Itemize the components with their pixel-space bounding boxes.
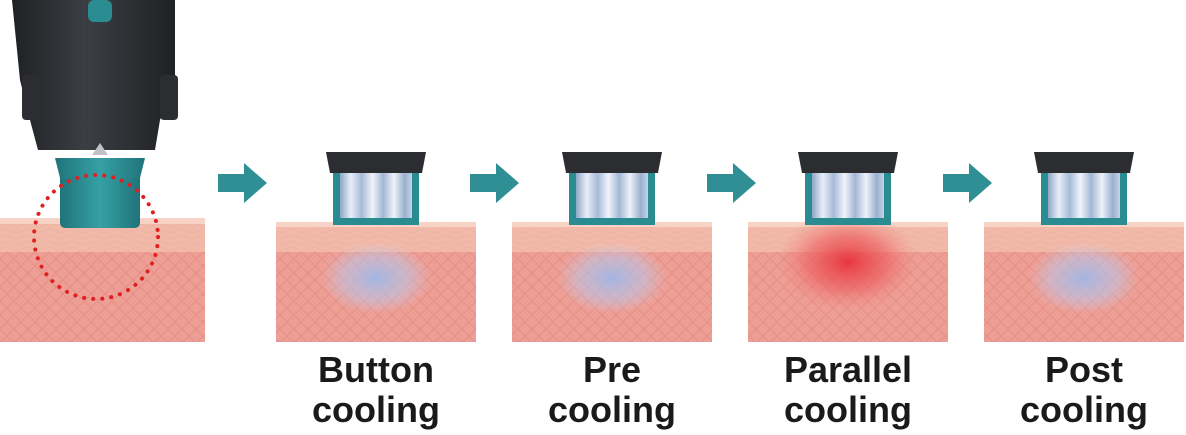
cooling-applicator-icon — [798, 152, 898, 225]
triangle-indicator-icon — [92, 143, 108, 155]
cool-zone — [1029, 242, 1139, 314]
step-label-line1: Post — [1044, 349, 1123, 390]
step-label-line2: cooling — [548, 389, 676, 430]
skin-block-large — [0, 218, 205, 342]
step-label-line1: Button — [318, 349, 434, 390]
step-panel — [748, 152, 948, 342]
right-arrow-icon — [470, 163, 519, 203]
heat-zone — [776, 212, 920, 312]
step-label-line1: Parallel — [783, 349, 913, 390]
step-panel — [276, 152, 476, 342]
cooling-applicator-icon — [1034, 152, 1134, 225]
cooling-applicator-icon — [562, 152, 662, 225]
step-panel — [984, 152, 1184, 342]
step-label-line1: Pre — [582, 349, 642, 390]
cool-zone — [321, 242, 431, 314]
handpiece-icon — [12, 0, 178, 228]
cooling-applicator-icon — [326, 152, 426, 225]
focus-marker-circle — [32, 173, 160, 301]
step-panel — [512, 152, 712, 342]
right-arrow-icon — [218, 163, 267, 203]
handpiece-scene — [0, 0, 205, 342]
steps-group — [276, 152, 1184, 342]
arrows-group — [218, 163, 992, 203]
cool-zone — [557, 242, 667, 314]
step-label-line2: cooling — [1020, 389, 1148, 430]
right-arrow-icon — [707, 163, 756, 203]
right-arrow-icon — [943, 163, 992, 203]
step-label-line2: cooling — [312, 389, 440, 430]
step-label-line2: cooling — [784, 389, 912, 430]
